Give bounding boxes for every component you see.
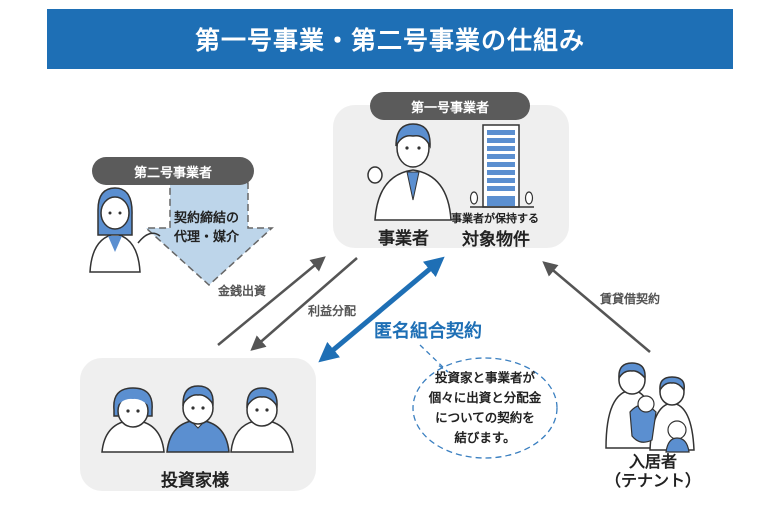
capital-arrow — [217, 256, 326, 346]
bubble-line: 個々に出資と分配金 — [428, 390, 542, 405]
operator-label: 事業者 — [378, 229, 429, 249]
page-title: 第一号事業・第二号事業の仕組み — [47, 9, 733, 69]
speech-bubble — [412, 344, 558, 459]
investors-icon — [101, 385, 294, 453]
bubble-text: 投資家と事業者が 個々に出資と分配金 についての契約を 結びます。 — [415, 368, 555, 448]
first-operator-pill: 第一号事業者 — [370, 92, 530, 120]
tenant-family-icon — [605, 362, 695, 453]
tenant-label-line1: 入居者 — [628, 452, 677, 471]
lease-arrow — [542, 261, 651, 353]
building-icon — [469, 124, 534, 208]
capital-label: 金銭出資 — [218, 284, 267, 298]
consultant-woman-icon — [89, 187, 161, 273]
tenant-label-line2: （テナント） — [604, 471, 701, 490]
bubble-line: 結びます。 — [454, 430, 516, 445]
tokumei-label: 匿名組合契約 — [374, 321, 482, 342]
bubble-line: 投資家と事業者が — [434, 370, 535, 385]
investors-label: 投資家様 — [161, 471, 229, 491]
tenant-label: 入居者 （テナント） — [603, 452, 703, 490]
mediation-text-line2: 代理・媒介 — [174, 230, 240, 245]
mediation-arrow — [144, 182, 274, 287]
bubble-line: についての契約を — [435, 410, 535, 425]
profit-label: 利益分配 — [308, 304, 357, 318]
tokumei-arrow — [318, 256, 445, 363]
mediation-text-line1: 契約締結の — [174, 211, 240, 226]
lease-label: 賃貸借契約 — [600, 292, 661, 306]
businessman-icon — [367, 123, 452, 221]
property-caption: 事業者が保持する — [451, 212, 539, 225]
second-operator-pill: 第二号事業者 — [92, 157, 254, 185]
property-label: 対象物件 — [462, 230, 530, 250]
